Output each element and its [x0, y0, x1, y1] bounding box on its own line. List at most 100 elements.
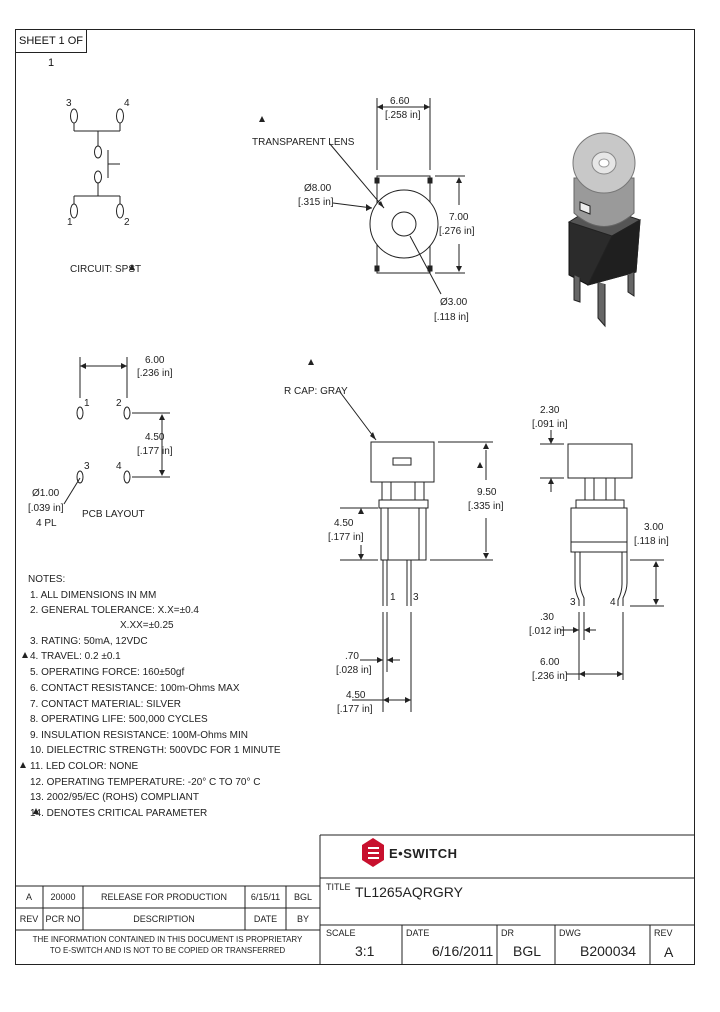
- outer-dia-mm: Ø8.00: [304, 183, 332, 194]
- side-view-drawing: [540, 430, 664, 680]
- scale-label: SCALE: [326, 928, 356, 938]
- side-pin-4: 4: [610, 597, 616, 608]
- note-item: 6. CONTACT RESISTANCE: 100m-Ohms MAX: [30, 683, 240, 694]
- note-item: X.XX=±0.25: [120, 620, 174, 631]
- pcb-span-in: [.236 in]: [137, 368, 173, 379]
- date-value: 6/16/2011: [432, 943, 494, 959]
- note-item: 13. 2002/95/EC (ROHS) COMPLIANT: [30, 792, 199, 803]
- pcb-hole-qty: 4 PL: [36, 518, 57, 529]
- side-span-in: [.236 in]: [532, 671, 568, 682]
- side-lead-in: [.118 in]: [634, 536, 669, 547]
- circuit-schematic: [70, 108, 124, 219]
- top-width-mm: 6.60: [390, 96, 410, 107]
- top-view-lens: [329, 98, 465, 295]
- note-item: 7. CONTACT MATERIAL: SILVER: [30, 699, 181, 710]
- eswitch-logo-icon: [362, 838, 384, 867]
- isometric-render: [567, 132, 642, 328]
- drawing-frame: [15, 29, 695, 965]
- note-item: 12. OPERATING TEMPERATURE: -20° C TO 70°…: [30, 777, 261, 788]
- front-body-in: [.177 in]: [328, 532, 364, 543]
- pcb-hole-in: [.039 in]: [28, 503, 64, 514]
- note-item: 4. TRAVEL: 0.2 ±0.1: [30, 651, 121, 662]
- top-width-in: [.258 in]: [385, 110, 421, 121]
- circuit-pin-1: 1: [67, 217, 73, 228]
- by-cell: BGL: [293, 892, 312, 902]
- side-pin-w-mm: .30: [540, 612, 554, 623]
- lens-label: TRANSPARENT LENS: [252, 137, 355, 148]
- pcb-pitch-in: [.177 in]: [137, 446, 173, 457]
- front-pin-3: 3: [413, 592, 419, 603]
- note-item: 11. LED COLOR: NONE: [30, 761, 139, 772]
- date-label: DATE: [406, 928, 430, 938]
- sheet-number: SHEET 1 OF 1: [15, 29, 87, 69]
- front-pin-1: 1: [390, 592, 396, 603]
- side-lead-mm: 3.00: [644, 522, 664, 533]
- note-item: 10. DIELECTRIC STRENGTH: 500VDC FOR 1 MI…: [30, 745, 281, 756]
- side-span-mm: 6.00: [540, 657, 560, 668]
- note-item: 9. INSULATION RESISTANCE: 100M-Ohms MIN: [30, 730, 249, 741]
- header-by: BY: [296, 914, 309, 924]
- dwg-label: DWG: [559, 928, 581, 938]
- circuit-label: CIRCUIT: SPST: [70, 264, 142, 275]
- note-item: 3. RATING: 50mA, 12VDC: [30, 636, 148, 647]
- front-pin-len-in: [.028 in]: [336, 665, 372, 676]
- header-date: DATE: [253, 914, 278, 924]
- critical-marker-icon: [129, 264, 135, 270]
- cap-label: R CAP: GRAY: [284, 386, 348, 397]
- pcb-span-mm: 6.00: [145, 355, 165, 366]
- circuit-pin-2: 2: [124, 217, 130, 228]
- pcb-pin-1: 1: [84, 398, 90, 409]
- front-height-mm: 9.50: [477, 487, 497, 498]
- proprietary-line-1: THE INFORMATION CONTAINED IN THIS DOCUME…: [32, 935, 303, 944]
- pcb-layout-label: PCB LAYOUT: [82, 509, 145, 520]
- rev-value: A: [664, 944, 674, 960]
- side-pin-3: 3: [570, 597, 576, 608]
- side-cap-mm: 2.30: [540, 405, 560, 416]
- note-item: 2. GENERAL TOLERANCE: X.X=±0.4: [30, 605, 199, 616]
- pcb-pin-2: 2: [116, 398, 122, 409]
- outer-dia-in: [.315 in]: [298, 197, 334, 208]
- front-view-drawing: [339, 391, 493, 712]
- part-number-title: TL1265AQRGRY: [355, 884, 463, 900]
- note-item: 5. OPERATING FORCE: 160±50gf: [30, 667, 185, 678]
- pcb-pin-3: 3: [84, 461, 90, 472]
- notes-title: NOTES:: [28, 574, 66, 585]
- note-item: 8. OPERATING LIFE: 500,000 CYCLES: [30, 714, 208, 725]
- front-pin-span-mm: 4.50: [346, 690, 366, 701]
- note-item: 1. ALL DIMENSIONS IN MM: [30, 590, 157, 601]
- circuit-pin-4: 4: [124, 98, 130, 109]
- rev-label: REV: [654, 928, 673, 938]
- inner-dia-in: [.118 in]: [434, 312, 469, 323]
- pcr-cell: 20000: [50, 892, 76, 902]
- header-pcr: PCR NO: [45, 914, 81, 924]
- header-description: DESCRIPTION: [133, 914, 195, 924]
- circuit-pin-3: 3: [66, 98, 72, 109]
- side-pin-w-in: [.012 in]: [529, 626, 565, 637]
- title-block-lines: [15, 834, 695, 965]
- pcb-pitch-mm: 4.50: [145, 432, 165, 443]
- description-cell: RELEASE FOR PRODUCTION: [100, 892, 228, 902]
- top-height-mm: 7.00: [449, 212, 469, 223]
- proprietary-line-2: TO E-SWITCH AND IS NOT TO BE COPIED OR T…: [49, 946, 286, 955]
- front-pin-span-in: [.177 in]: [337, 704, 373, 715]
- front-pin-len-mm: .70: [345, 651, 359, 662]
- side-cap-in: [.091 in]: [532, 419, 568, 430]
- eswitch-logo-text: E•SWITCH: [389, 846, 458, 861]
- scale-value: 3:1: [355, 943, 375, 959]
- date-cell: 6/15/11: [250, 892, 281, 902]
- pcb-hole-mm: Ø1.00: [32, 488, 60, 499]
- header-rev: REV: [19, 914, 39, 924]
- inner-dia-mm: Ø3.00: [440, 297, 468, 308]
- drawn-by-label: DR: [501, 928, 514, 938]
- rev-cell: A: [25, 892, 32, 902]
- title-label: TITLE: [326, 882, 351, 892]
- pcb-layout-drawing: [63, 357, 170, 505]
- drawn-by-value: BGL: [513, 943, 542, 959]
- pcb-pin-4: 4: [116, 461, 122, 472]
- front-body-mm: 4.50: [334, 518, 354, 529]
- dwg-number: B200034: [580, 943, 637, 959]
- front-height-in: [.335 in]: [468, 501, 504, 512]
- top-height-in: [.276 in]: [439, 226, 475, 237]
- note-item: 14. DENOTES CRITICAL PARAMETER: [30, 808, 208, 819]
